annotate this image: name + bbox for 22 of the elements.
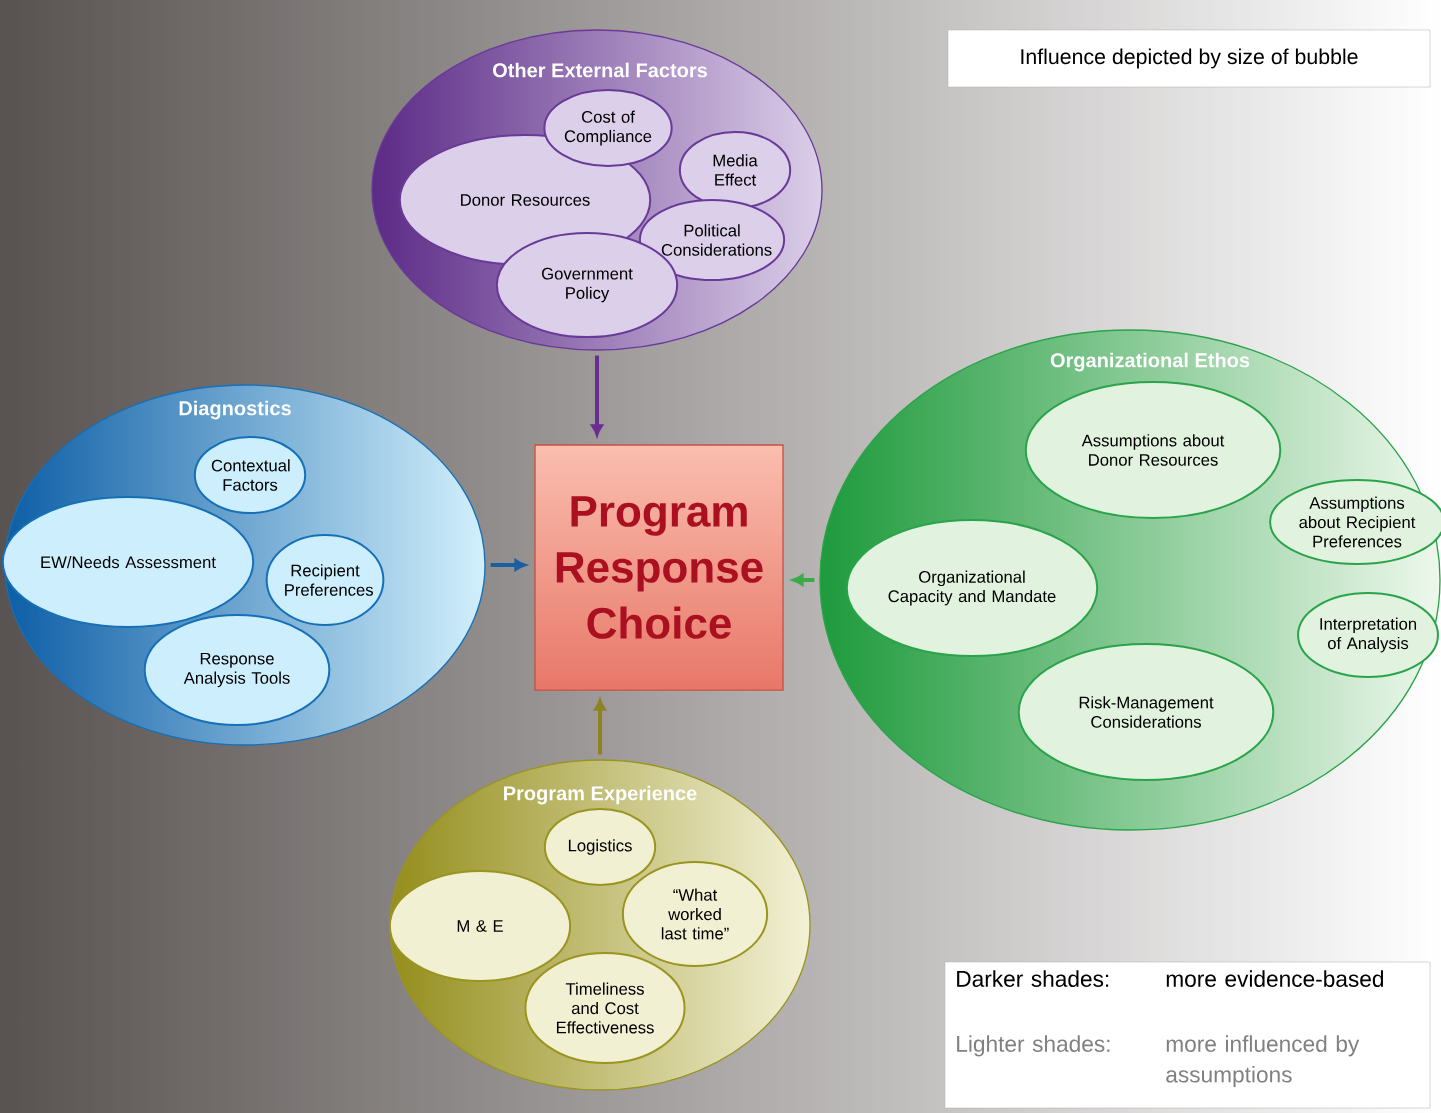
bubble: Contextual Factors bbox=[193, 436, 307, 514]
bubble: Timeliness and Cost Effectiveness bbox=[524, 952, 686, 1064]
arrow bbox=[792, 574, 815, 586]
bubble: Assumptions about Recipient Preferences bbox=[1269, 479, 1441, 565]
bubble: EW/Needs Assessment bbox=[1, 496, 255, 628]
arrow bbox=[594, 699, 606, 755]
note-box: Influence depicted by size of bubble bbox=[947, 29, 1431, 88]
bubble: Organizational Capacity and Mandate bbox=[845, 519, 1099, 657]
bubble: Assumptions about Donor Resources bbox=[1024, 381, 1282, 519]
bubble: Recipient Preferences bbox=[265, 534, 385, 626]
bubble: Logistics bbox=[543, 808, 657, 886]
bubble: Risk-Management Considerations bbox=[1017, 643, 1275, 781]
arrow bbox=[591, 355, 603, 436]
process-box: Program Response Choice bbox=[534, 444, 784, 691]
bubble: Interpretation of Analysis bbox=[1297, 592, 1439, 678]
bubble: “What worked last time” bbox=[621, 861, 769, 967]
bubble: Response Analysis Tools bbox=[143, 614, 331, 726]
arrow bbox=[490, 559, 526, 571]
bubble: M & E bbox=[388, 870, 572, 982]
bubble: Media Effect bbox=[678, 131, 792, 209]
bubble: Cost of Compliance bbox=[543, 89, 673, 167]
legend-box: Darker shades: more evidence-based Lighter shades: more influenced by assumptions bbox=[944, 961, 1431, 1109]
